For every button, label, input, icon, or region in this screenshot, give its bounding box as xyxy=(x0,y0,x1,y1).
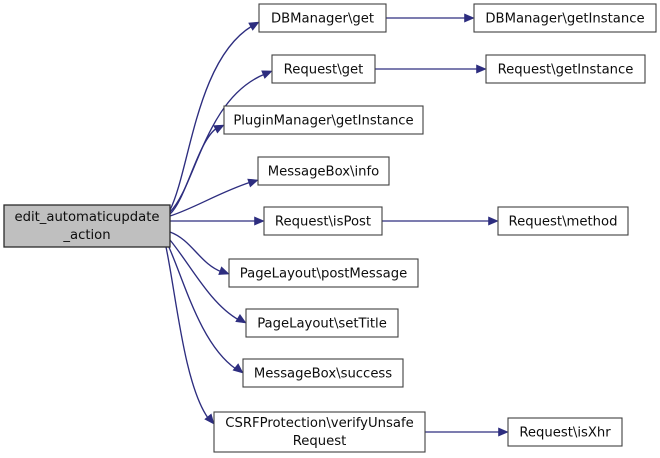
graph-node-request_ispost[interactable]: Request\isPost xyxy=(263,206,383,236)
edge-line xyxy=(169,181,252,217)
node-label-line1: Request\isXhr xyxy=(519,426,611,441)
graph-node-pagelayout_settitle[interactable]: PageLayout\setTitle xyxy=(245,308,399,338)
node-box[interactable] xyxy=(245,308,399,338)
edge-root-to-request_ispost xyxy=(170,216,265,226)
node-label-line1: Request\method xyxy=(509,215,618,230)
arrowhead-icon xyxy=(247,178,259,188)
node-box[interactable] xyxy=(485,54,646,84)
node-label-line1: DBManager\getInstance xyxy=(485,12,644,27)
node-box[interactable] xyxy=(242,358,404,388)
node-box[interactable] xyxy=(213,411,426,453)
edge-line xyxy=(169,127,218,215)
node-label-line1: Request\get xyxy=(284,63,364,78)
nodes-layer: edit_automaticupdate _action DBManager\get… xyxy=(3,3,657,453)
node-box[interactable] xyxy=(263,206,383,236)
node-label-line1: edit_automaticupdate xyxy=(14,210,159,225)
node-box[interactable] xyxy=(497,206,629,236)
node-label-line1: MessageBox\success xyxy=(254,367,392,382)
edge-request_get-to-request_getinstance xyxy=(375,64,487,74)
node-label-line1: Request\isPost xyxy=(275,215,371,230)
graph-node-dbmanager_get[interactable]: DBManager\get xyxy=(258,3,387,33)
arrowhead-icon xyxy=(476,64,487,74)
graph-node-dbmanager_getinstance[interactable]: DBManager\getInstance xyxy=(473,3,657,33)
arrowhead-icon xyxy=(248,21,260,31)
arrowhead-icon xyxy=(204,413,215,425)
edge-dbmanager_get-to-dbmanager_getinstance xyxy=(386,13,475,23)
node-box[interactable] xyxy=(473,3,657,33)
arrowhead-icon xyxy=(464,13,475,23)
arrowhead-icon xyxy=(232,363,244,374)
edge-line xyxy=(169,25,253,211)
graph-node-messagebox_info[interactable]: MessageBox\info xyxy=(257,156,390,186)
node-box[interactable] xyxy=(3,204,171,248)
edge-root-to-dbmanager_get xyxy=(169,21,260,211)
node-box[interactable] xyxy=(223,105,424,135)
graph-node-request_method[interactable]: Request\method xyxy=(497,206,629,236)
graph-node-request_isxhr[interactable]: Request\isXhr xyxy=(507,417,623,447)
node-box[interactable] xyxy=(228,258,419,288)
node-box[interactable] xyxy=(507,417,623,447)
edge-root-to-pluginmanager_getinstance xyxy=(169,124,225,215)
edges-layer xyxy=(165,13,509,437)
node-label-line1: Request\getInstance xyxy=(498,63,634,78)
edge-csrf_verifyunsaferequest-to-request_isxhr xyxy=(425,427,509,437)
graph-node-pluginmanager_getinstance[interactable]: PluginManager\getInstance xyxy=(223,105,424,135)
node-label-line1: PluginManager\getInstance xyxy=(233,114,413,129)
edge-root-to-pagelayout_postmessage xyxy=(169,231,230,275)
arrowhead-icon xyxy=(488,216,499,226)
node-box[interactable] xyxy=(257,156,390,186)
graph-node-root[interactable]: edit_automaticupdate _action xyxy=(3,204,171,248)
arrowhead-icon xyxy=(254,216,265,226)
node-box[interactable] xyxy=(258,3,387,33)
node-label-line1: PageLayout\postMessage xyxy=(240,267,407,282)
graph-node-request_getinstance[interactable]: Request\getInstance xyxy=(485,54,646,84)
node-label-line1: CSRFProtection\verifyUnsafe xyxy=(225,416,413,431)
graph-node-request_get[interactable]: Request\get xyxy=(271,54,376,84)
edge-root-to-messagebox_success xyxy=(167,244,244,374)
edge-root-to-request_get xyxy=(169,70,273,213)
arrowhead-icon xyxy=(218,266,230,275)
node-label-line1: PageLayout\setTitle xyxy=(257,317,387,332)
graph-node-messagebox_success[interactable]: MessageBox\success xyxy=(242,358,404,388)
node-label-line2: Request xyxy=(293,434,347,449)
node-label-line2: _action xyxy=(62,228,110,243)
node-box[interactable] xyxy=(271,54,376,84)
edge-request_ispost-to-request_method xyxy=(382,216,499,226)
edge-root-to-messagebox_info xyxy=(169,178,259,217)
arrowhead-icon xyxy=(498,427,509,437)
arrowhead-icon xyxy=(261,70,273,79)
edge-line xyxy=(169,239,240,321)
node-label-line1: DBManager\get xyxy=(271,12,374,27)
node-label-line1: MessageBox\info xyxy=(268,165,380,180)
arrowhead-icon xyxy=(235,314,247,324)
arrowhead-icon xyxy=(213,124,225,134)
edge-root-to-pagelayout_settitle xyxy=(169,239,247,324)
edge-line xyxy=(165,246,209,419)
edge-line xyxy=(169,231,223,273)
edge-line xyxy=(167,244,237,370)
graph-node-pagelayout_postmessage[interactable]: PageLayout\postMessage xyxy=(228,258,419,288)
edge-root-to-csrf_verifyunsaferequest xyxy=(165,246,215,425)
